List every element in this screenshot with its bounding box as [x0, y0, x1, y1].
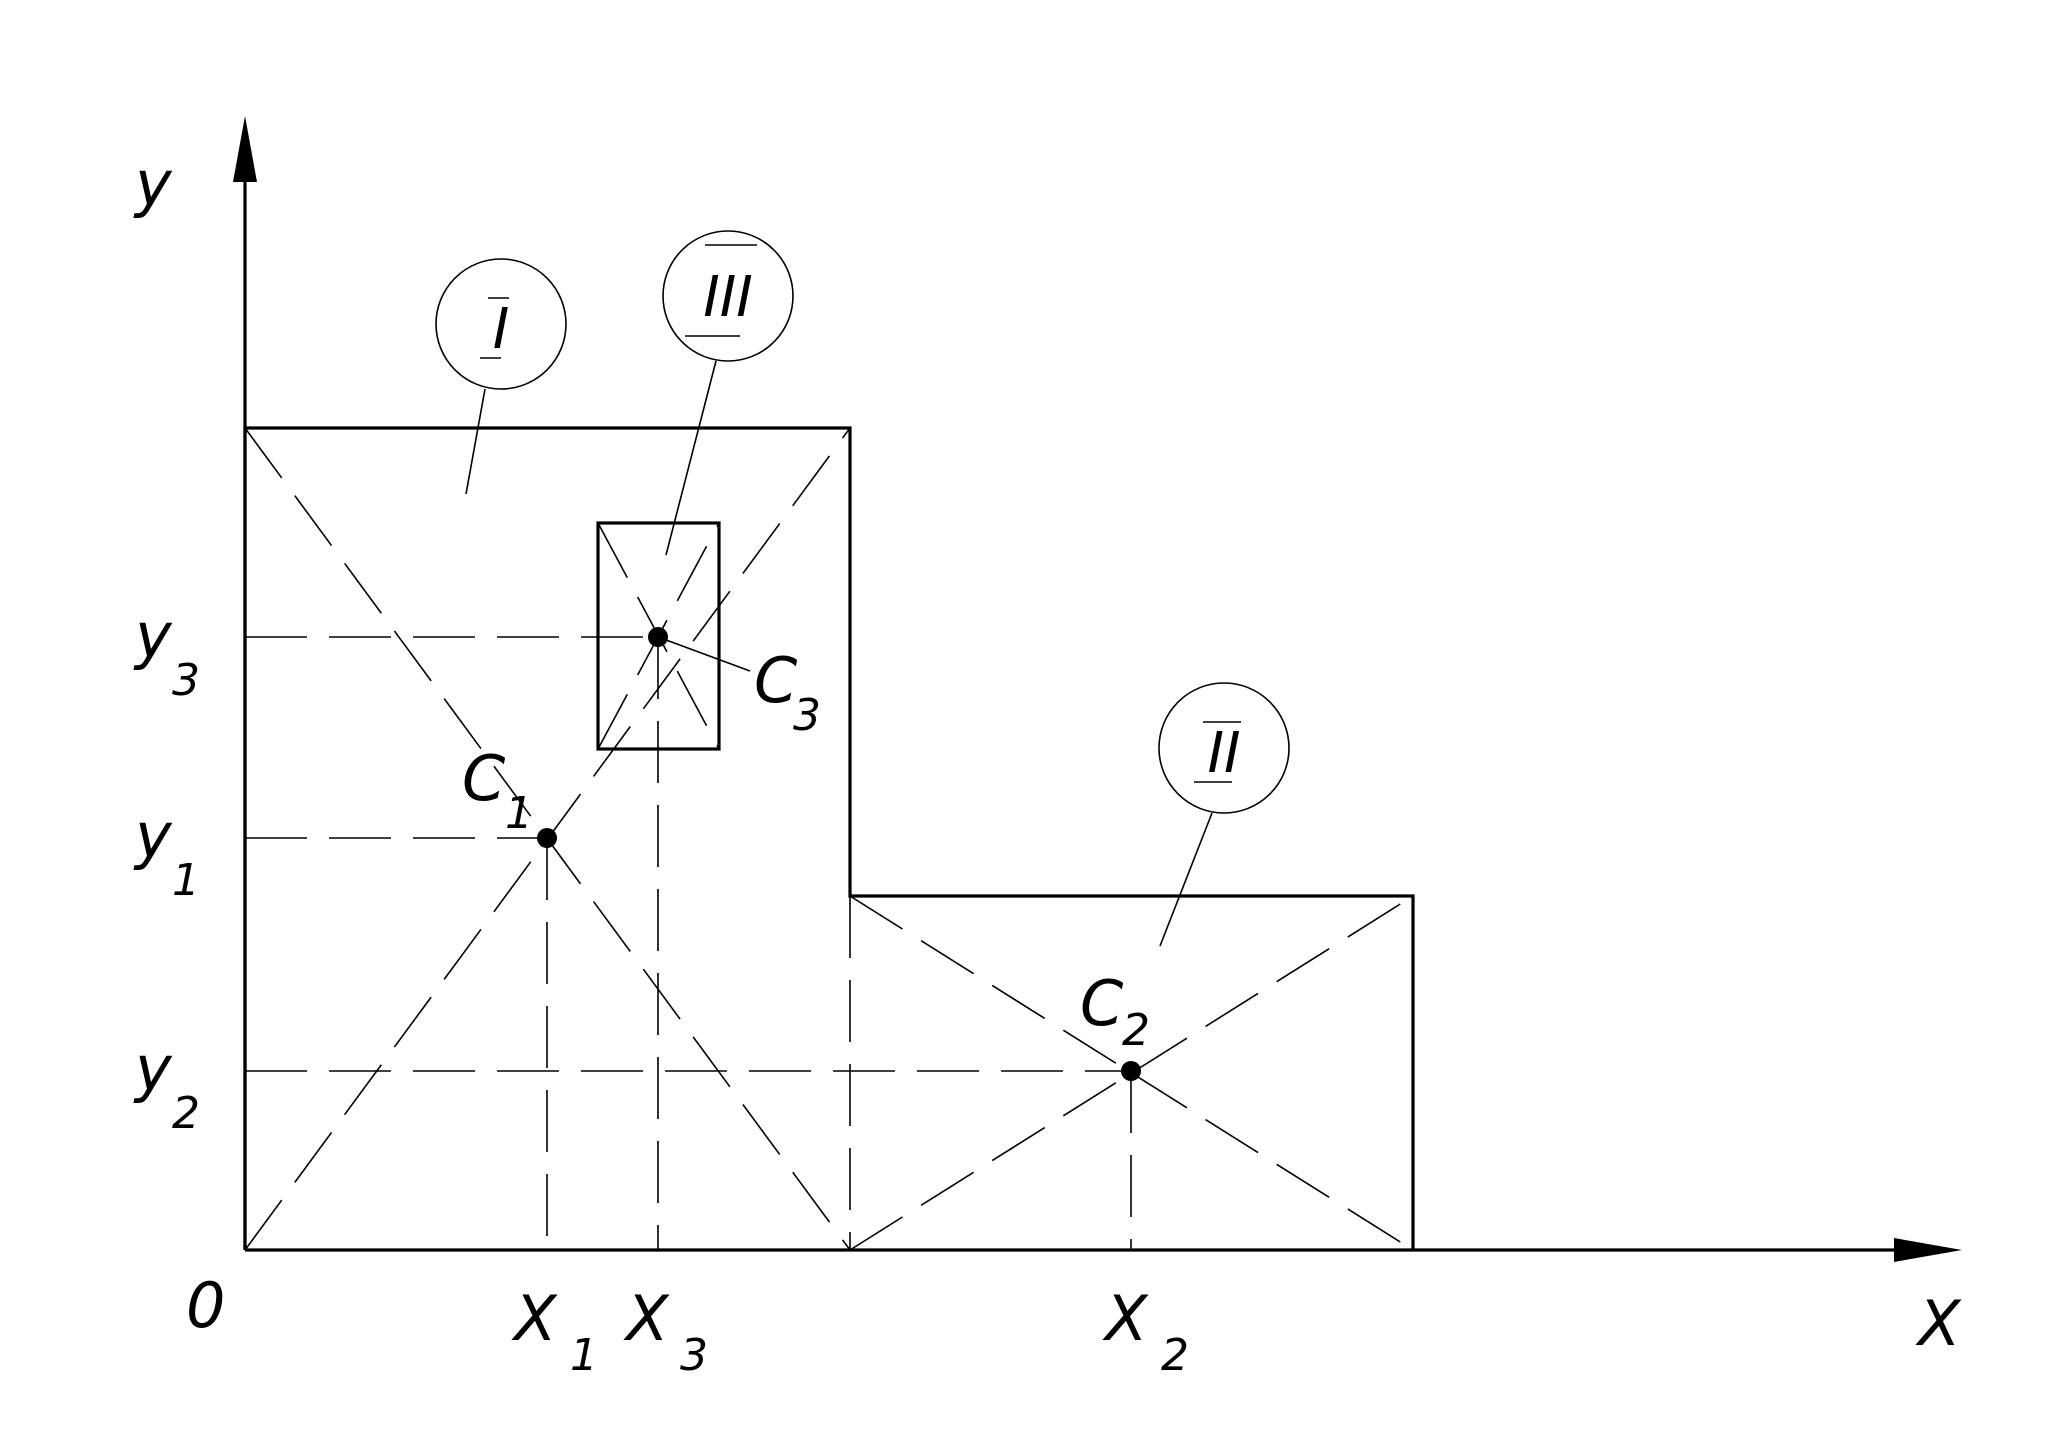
- x2-label: X: [1102, 1282, 1149, 1355]
- figure-outline-path: [243, 426, 1415, 1250]
- c1-subscript: 1: [505, 788, 533, 839]
- callout-I-text: I: [493, 297, 510, 362]
- c3-subscript: 3: [793, 690, 821, 741]
- callout-III-text: III: [703, 265, 753, 330]
- callout-III-circle: [662, 230, 794, 362]
- centroid-c1-point: [537, 828, 557, 848]
- c2-label: C: [1080, 967, 1124, 1040]
- x3-label: X: [623, 1282, 670, 1355]
- x1-label: X: [511, 1282, 558, 1355]
- diagonals: [244, 427, 1414, 1251]
- x-axis-label: X: [1915, 1287, 1962, 1360]
- c2-subscript: 2: [1122, 1005, 1150, 1056]
- axis-labels: y X 0: [133, 147, 1962, 1360]
- region-callout-II: II: [1158, 682, 1290, 947]
- centroid-c2-point: [1121, 1061, 1141, 1081]
- callout-II-text: II: [1207, 721, 1240, 786]
- projection-lines: [245, 636, 1132, 1250]
- diagonal-rect-II-b: [849, 895, 1414, 1251]
- centroid-points: [537, 627, 1141, 1081]
- centroid-labels: C 1 C 2 C 3: [462, 644, 1150, 1056]
- y1-label: y: [133, 799, 173, 872]
- y1-subscript: 1: [172, 855, 200, 906]
- x2-subscript: 2: [1161, 1330, 1189, 1381]
- y2-label: y: [133, 1032, 173, 1105]
- coordinate-axes: [233, 116, 1962, 1262]
- region-callout-I: I: [435, 258, 567, 495]
- x3-subscript: 3: [680, 1330, 708, 1381]
- y3-subscript: 3: [172, 655, 200, 706]
- callout-I-circle: [435, 258, 567, 390]
- callout-III-leader: [665, 360, 717, 556]
- figure-outline: [243, 426, 1415, 1250]
- callout-II-leader: [1159, 812, 1213, 947]
- c3-leader: [657, 636, 751, 672]
- region-callout-III: III: [662, 230, 794, 556]
- x-axis-arrow: [1894, 1238, 1962, 1262]
- c1-label: C: [462, 742, 506, 815]
- y-axis-label: y: [133, 147, 173, 220]
- y2-subscript: 2: [172, 1088, 200, 1139]
- y3-label: y: [133, 599, 173, 672]
- x-tick-labels: X 1 X 3 X 2: [511, 1282, 1189, 1381]
- callout-I-leader: [465, 388, 486, 495]
- callout-II-circle: [1158, 682, 1290, 814]
- y-axis-arrow: [233, 116, 257, 182]
- c3-label: C: [754, 644, 798, 717]
- origin-label: 0: [186, 1269, 225, 1342]
- diagonal-rect-II-a: [849, 895, 1414, 1251]
- x1-subscript: 1: [570, 1330, 598, 1381]
- y-tick-labels: y 3 y 1 y 2: [133, 599, 200, 1139]
